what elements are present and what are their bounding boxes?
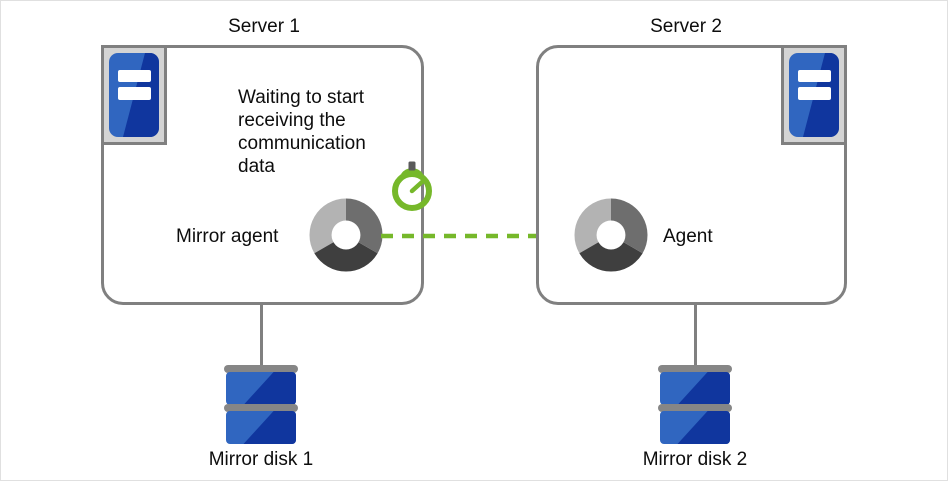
disk-platter-bottom	[226, 411, 296, 444]
server2-disk-connector	[694, 305, 697, 369]
server-chip	[109, 53, 159, 137]
disk-platter-top	[226, 372, 296, 405]
mirror-agent-label: Mirror agent	[176, 226, 279, 247]
mirror-disk-2-icon	[658, 365, 732, 448]
server2-server-icon	[781, 45, 847, 145]
mirror-disk-1-icon	[224, 365, 298, 448]
server-chip	[789, 53, 839, 137]
agent-label: Agent	[663, 226, 713, 247]
status-message: Waiting to start receiving the communica…	[238, 87, 366, 177]
stopwatch-icon	[390, 158, 434, 214]
server1-disk-connector	[260, 305, 263, 369]
server1-title: Server 1	[228, 16, 300, 37]
agent-donut-icon	[573, 197, 649, 273]
mirror-disk-1-label: Mirror disk 1	[208, 449, 314, 470]
server-chip-bar-bottom	[797, 87, 831, 101]
disk-platter-top	[660, 372, 730, 405]
disk-bar-top	[224, 365, 298, 373]
disk-platter-shade	[243, 411, 296, 444]
server-chip-bar-top	[797, 69, 831, 83]
mirror-agent-donut-icon	[308, 197, 384, 273]
server2-title: Server 2	[650, 16, 722, 37]
disk-bar-bottom	[658, 404, 732, 412]
disk-platter-shade	[243, 372, 296, 405]
mirror-disk-2-label: Mirror disk 2	[642, 449, 748, 470]
server-chip-bar-top	[117, 69, 151, 83]
disk-platter-bottom	[660, 411, 730, 444]
disk-bar-bottom	[224, 404, 298, 412]
disk-bar-top	[658, 365, 732, 373]
server1-server-icon	[101, 45, 167, 145]
disk-platter-shade	[677, 372, 730, 405]
server-chip-bar-bottom	[117, 87, 151, 101]
disk-platter-shade	[677, 411, 730, 444]
